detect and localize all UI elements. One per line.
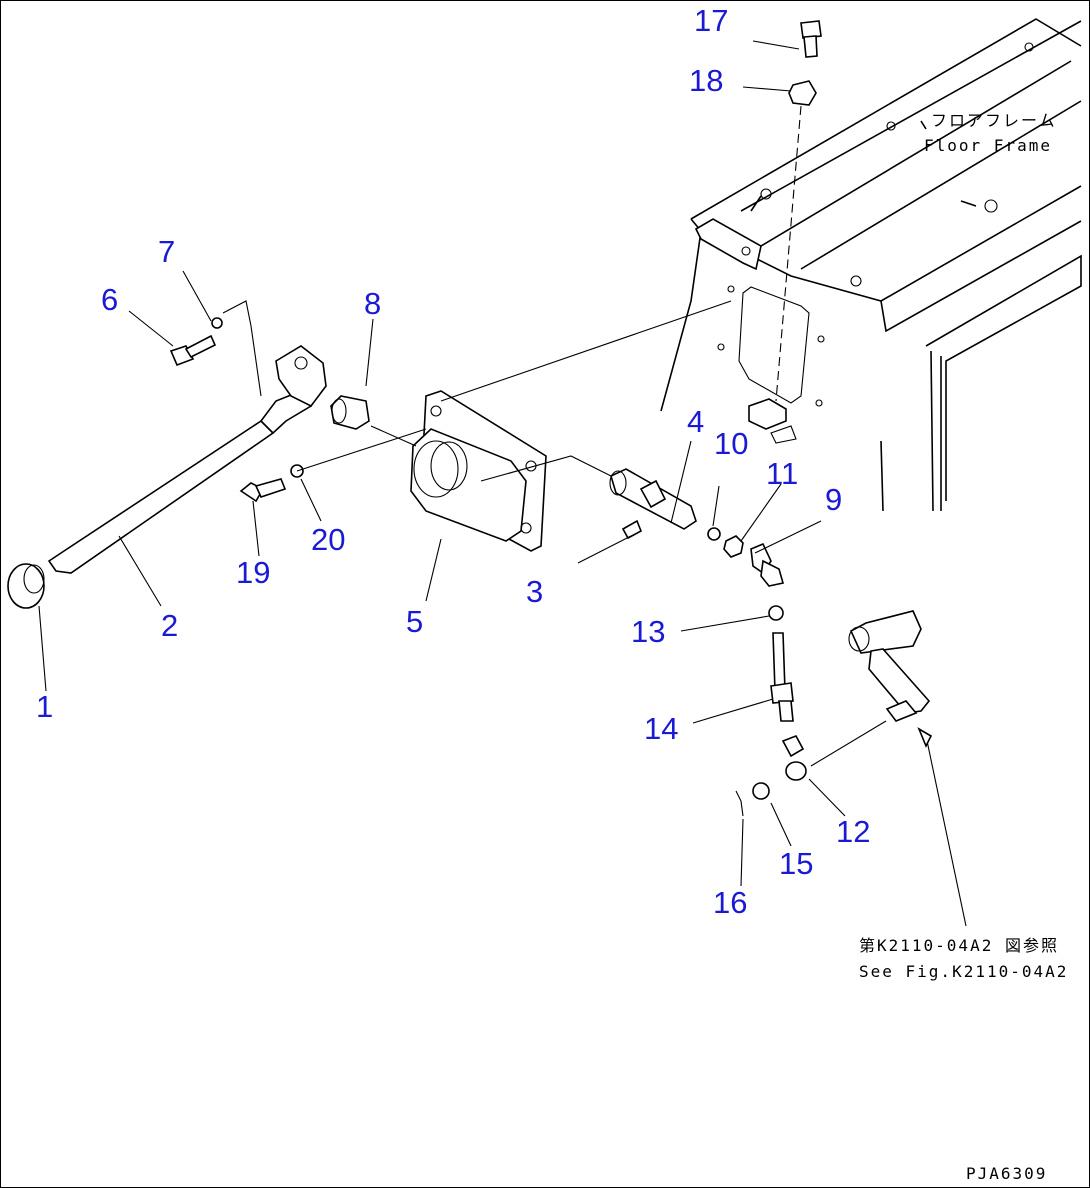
turnbuckle-14 <box>770 632 794 722</box>
lever-boot <box>410 390 547 552</box>
bushing <box>330 395 370 430</box>
callout-3: 3 <box>526 574 544 609</box>
callout-1: 1 <box>36 689 54 724</box>
floor-frame <box>660 18 1082 512</box>
leader-lines <box>38 40 967 927</box>
cotter-pin-16 <box>735 790 744 817</box>
callout-8: 8 <box>364 286 382 321</box>
callout-13: 13 <box>631 614 666 649</box>
bolt-19 <box>239 478 287 503</box>
nut-18 <box>788 80 817 106</box>
callout-15: 15 <box>779 846 814 881</box>
ball-joint-9 <box>750 542 785 587</box>
callout-12: 12 <box>836 814 871 849</box>
drawing-code: PJA6309 <box>966 1164 1048 1183</box>
callout-7: 7 <box>158 234 176 269</box>
callout-20: 20 <box>311 522 346 557</box>
nut-15 <box>752 782 770 800</box>
see-figure-note-jp: 第K2110-04A2 図参照 <box>859 936 1059 955</box>
bell-crank <box>848 610 931 722</box>
callout-16: 16 <box>713 885 748 920</box>
nut-11 <box>723 535 744 558</box>
washer-10 <box>707 527 721 541</box>
callout-11: 11 <box>766 456 799 491</box>
shaft <box>609 468 697 530</box>
callout-14: 14 <box>644 711 679 746</box>
floor-frame-label-jp: フロアフレーム <box>931 111 1057 130</box>
lever-rod <box>47 345 327 574</box>
see-figure-note-en: See Fig.K2110-04A2 <box>859 962 1069 981</box>
callout-10: 10 <box>714 426 749 461</box>
pin-3 <box>621 519 643 540</box>
callout-2: 2 <box>161 608 179 643</box>
callout-17: 17 <box>694 3 729 38</box>
floor-frame-label-en: Floor Frame <box>924 136 1052 155</box>
bolt-6 <box>169 334 217 367</box>
callout-9: 9 <box>825 482 843 517</box>
callout-6: 6 <box>101 282 119 317</box>
ball-joint-12 <box>781 735 807 781</box>
callout-19: 19 <box>236 555 271 590</box>
knob <box>7 563 45 609</box>
bolt-17 <box>800 20 822 58</box>
washer-7 <box>211 317 223 329</box>
callout-5: 5 <box>406 604 424 639</box>
callout-4: 4 <box>687 404 705 439</box>
nut-13 <box>768 605 784 621</box>
callout-18: 18 <box>689 63 724 98</box>
